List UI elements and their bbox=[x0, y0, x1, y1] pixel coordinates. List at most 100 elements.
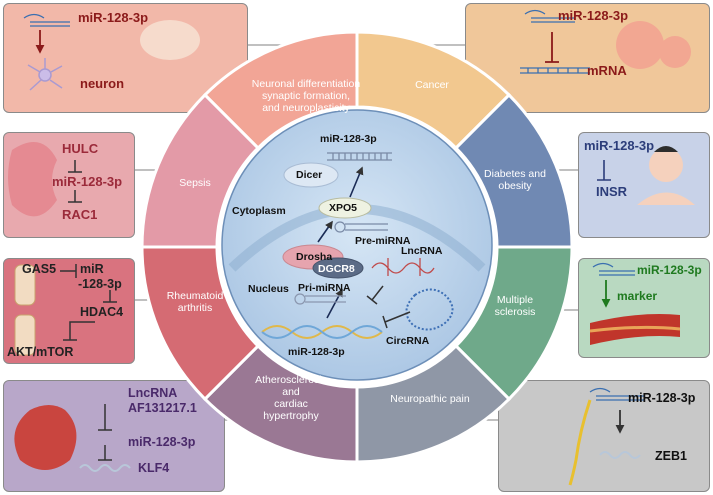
sector-label-ra: Rheumatoid arthritis bbox=[155, 290, 235, 314]
sector-label-np: Neuropathic pain bbox=[380, 393, 480, 405]
ra-akt-label: AKT/mTOR bbox=[7, 345, 74, 359]
lncrna-icon bbox=[371, 258, 435, 276]
pri-mirna-icon bbox=[294, 293, 346, 305]
sector-label-cancer: Cancer bbox=[392, 79, 472, 91]
sector-athero-line-1: Atherosclerosis bbox=[255, 374, 327, 386]
cell-drosha-label: Drosha bbox=[296, 251, 333, 263]
sector-ra-line-1: Rheumatoid bbox=[166, 290, 224, 302]
diabetes-target-label: INSR bbox=[596, 184, 628, 199]
cell-pre-label: Pre-miRNA bbox=[355, 235, 411, 247]
transcription-arrow bbox=[326, 288, 343, 319]
ms-target-label: marker bbox=[617, 289, 658, 303]
panel-np bbox=[498, 380, 710, 492]
sepsis-inhibit-2 bbox=[68, 190, 82, 203]
sector-cancer-line-1: Cancer bbox=[415, 79, 449, 91]
sector-ms-line-2: sclerosis bbox=[494, 306, 536, 319]
vessel-icon bbox=[590, 314, 680, 345]
cell-circ-label: CircRNA bbox=[386, 335, 430, 347]
zeb1-dna-icon bbox=[599, 451, 641, 459]
sector-neuron-line-2: synaptic formation, bbox=[261, 90, 351, 103]
sector-athero-line-2: and bbox=[282, 386, 300, 399]
athero-inhibit-1 bbox=[98, 404, 112, 431]
circrna-inhibit bbox=[382, 311, 411, 329]
heart-icon bbox=[14, 405, 77, 470]
ra-inhibit-1 bbox=[103, 290, 117, 303]
athero-target-label: KLF4 bbox=[138, 461, 170, 475]
export-arrow bbox=[349, 166, 364, 198]
cell-xpo5-label: XPO5 bbox=[329, 202, 358, 214]
cancer-panel-mirna-icon bbox=[524, 9, 575, 23]
ra-mir-label-b: -128-3p bbox=[78, 277, 122, 291]
cancer-target-label: mRNA bbox=[587, 63, 627, 78]
athero-lnc-label-a: LncRNA bbox=[128, 386, 178, 400]
sector-label-ms: Multiple sclerosis bbox=[480, 294, 550, 318]
sector-label-athero: Atherosclerosis and cardiac hypertrophy bbox=[246, 374, 336, 422]
gas5-inhibit bbox=[60, 264, 77, 278]
sepsis-hulc-label: HULC bbox=[62, 141, 99, 156]
np-panel-mirna-icon bbox=[589, 387, 645, 401]
sector-label-sepsis: Sepsis bbox=[160, 177, 230, 189]
sepsis-mirna-label: miR-128-3p bbox=[52, 174, 123, 189]
sector-ra-line-2: arthritis bbox=[177, 302, 213, 315]
neuron-panel-mirna-icon bbox=[23, 13, 70, 27]
sector-np-line-1: Neuropathic pain bbox=[390, 393, 470, 405]
neuron-target-label: neuron bbox=[80, 76, 125, 91]
sector-diabetes-line-1: Diabetes and bbox=[484, 168, 546, 180]
cancer-inhibit bbox=[545, 32, 559, 63]
cell-pri-label: Pri-miRNA bbox=[298, 282, 351, 294]
cell-gene-label: miR-128-3p bbox=[288, 346, 345, 358]
panel-illustrations bbox=[8, 9, 695, 486]
diabetes-inhibit bbox=[597, 160, 611, 181]
dicer-shape bbox=[283, 162, 339, 188]
wheel-sector-sepsis bbox=[140, 92, 261, 249]
nucleus-export-arrow bbox=[317, 220, 333, 243]
sector-ms-line-1: Multiple bbox=[496, 294, 534, 306]
mature-mirna-icon bbox=[327, 152, 392, 161]
sector-label-diabetes: Diabetes and obesity bbox=[475, 168, 555, 192]
pre-mirna-icon bbox=[334, 221, 388, 233]
cell-dgcr8-label: DGCR8 bbox=[318, 263, 355, 275]
ra-inhibit-2 bbox=[63, 321, 95, 341]
xpo5-shape bbox=[318, 197, 372, 219]
kidney-icon bbox=[8, 142, 57, 217]
ra-hdac4-label: HDAC4 bbox=[80, 305, 124, 319]
disease-wheel bbox=[140, 30, 574, 464]
diabetes-mirna-label: miR-128-3p bbox=[584, 138, 655, 153]
sector-athero-line-3: cardiac bbox=[274, 398, 308, 411]
circrna-icon bbox=[405, 288, 454, 331]
cell-nucleus-label: Nucleus bbox=[248, 283, 289, 295]
panel-diabetes bbox=[578, 132, 710, 238]
ms-panel-mirna-icon bbox=[592, 262, 635, 276]
np-mirna-label: miR-128-3p bbox=[628, 391, 696, 405]
cell-diagram bbox=[221, 109, 493, 381]
mrna-icon bbox=[520, 67, 590, 74]
ra-mir-label-a: miR bbox=[80, 262, 104, 276]
sepsis-inhibit-1 bbox=[68, 160, 82, 173]
ms-mirna-label: miR-128-3p bbox=[637, 263, 702, 277]
lncrna-inhibit bbox=[366, 285, 384, 305]
sector-label-neuron: Neuronal differentiation synaptic format… bbox=[232, 78, 380, 114]
tumor-icon bbox=[616, 21, 664, 69]
cancer-mirna-label: miR-128-3p bbox=[558, 8, 629, 23]
np-target-label: ZEB1 bbox=[655, 449, 687, 463]
cell-dicer-label: Dicer bbox=[296, 169, 323, 181]
cell-lnc-label: LncRNA bbox=[401, 245, 443, 257]
sector-neuron-line-1: Neuronal differentiation bbox=[251, 78, 361, 90]
neuron-mirna-label: miR-128-3p bbox=[78, 10, 149, 25]
brain-icon bbox=[140, 20, 200, 60]
person-icon bbox=[649, 148, 683, 182]
cell-cytoplasm-label: Cytoplasm bbox=[232, 205, 286, 217]
dgcr8-shape bbox=[312, 257, 364, 279]
klf4-dna-icon bbox=[79, 464, 131, 472]
sector-athero-line-4: hypertrophy bbox=[263, 410, 319, 423]
dna-helix-icon bbox=[261, 325, 383, 339]
sector-sepsis-line-1: Sepsis bbox=[179, 177, 211, 189]
athero-inhibit-2 bbox=[98, 445, 112, 461]
ra-gas5-label: GAS5 bbox=[22, 262, 57, 276]
cell-mature-label: miR-128-3p bbox=[320, 133, 377, 145]
sepsis-rac1-label: RAC1 bbox=[62, 207, 98, 222]
athero-mirna-label: miR-128-3p bbox=[128, 435, 196, 449]
neuron-cell-icon bbox=[27, 58, 63, 91]
sector-diabetes-line-2: obesity bbox=[498, 180, 532, 193]
